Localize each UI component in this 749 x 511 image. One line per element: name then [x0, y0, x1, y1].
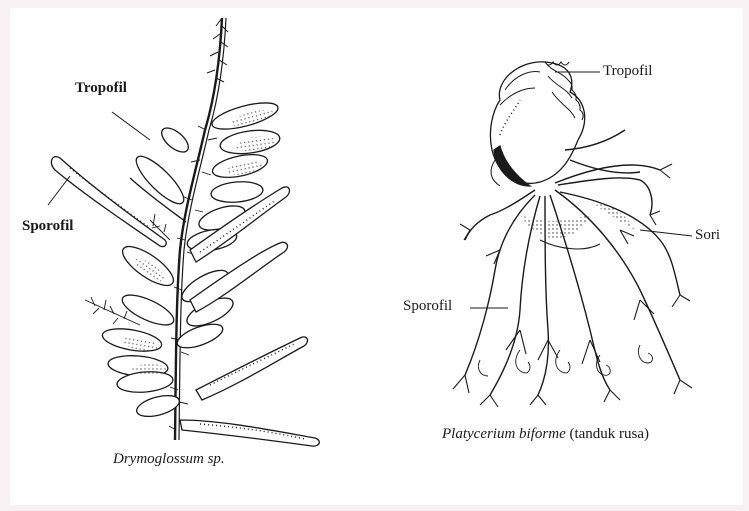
label-tropofil-right: Tropofil	[603, 63, 652, 80]
caption-drymoglossum: Drymoglossum sp.	[113, 451, 225, 468]
platycerium-drawing	[453, 62, 692, 407]
caption-platycerium-common: (tanduk rusa)	[566, 426, 649, 442]
label-tropofil-left: Tropofil	[75, 80, 127, 97]
caption-platycerium-name: Platycerium biforme	[442, 426, 566, 442]
label-sporofil-left: Sporofil	[22, 218, 73, 235]
caption-drymoglossum-name: Drymoglossum sp.	[113, 451, 225, 467]
label-sori: Sori	[695, 227, 720, 244]
caption-platycerium: Platycerium biforme (tanduk rusa)	[442, 426, 649, 443]
label-sporofil-right: Sporofil	[403, 298, 452, 315]
